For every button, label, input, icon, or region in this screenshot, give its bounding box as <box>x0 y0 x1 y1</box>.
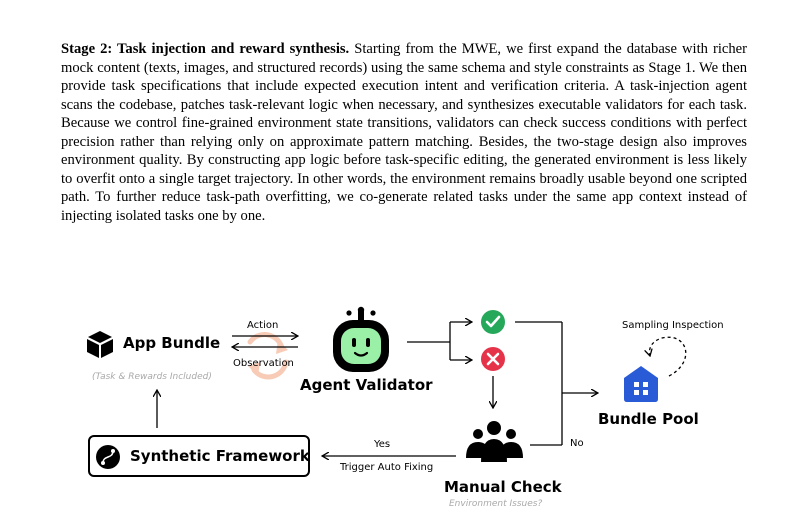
cycle-icon <box>247 332 289 380</box>
yes-label: Yes <box>374 439 391 450</box>
manual-check-title: Manual Check <box>444 478 562 496</box>
pipeline-diagram: App Bundle (Task & Rewards Included) Act… <box>0 300 806 516</box>
paragraph-body: Starting from the MWE, we first expand t… <box>61 41 747 224</box>
synthetic-framework-title: Synthetic Framework <box>130 447 310 465</box>
validator-branch-lines <box>407 322 472 360</box>
sampling-loop-arrow <box>650 336 687 377</box>
app-bundle-title: App Bundle <box>123 334 221 352</box>
check-circle-icon <box>481 310 505 334</box>
x-circle-icon <box>481 347 505 371</box>
agent-validator-title: Agent Validator <box>300 376 433 394</box>
success-to-pool-line <box>515 321 598 446</box>
cube-icon <box>87 331 113 358</box>
app-bundle-subtitle: (Task & Rewards Included) <box>92 372 212 382</box>
trigger-auto-fixing-label: Trigger Auto Fixing <box>340 462 434 473</box>
diagram-graphics <box>87 306 687 469</box>
no-label: No <box>570 438 584 449</box>
action-label: Action <box>247 320 279 331</box>
house-icon <box>624 366 658 402</box>
robot-icon <box>333 306 389 372</box>
sampling-inspection-label: Sampling Inspection <box>622 320 724 331</box>
observation-label: Observation <box>233 358 294 369</box>
manual-check-subtitle: Environment Issues? <box>449 499 543 509</box>
synthetic-framework-box <box>88 435 310 477</box>
paragraph-heading: Stage 2: Task injection and reward synth… <box>61 41 350 57</box>
framework-logo-icon <box>96 445 120 469</box>
bundle-pool-title: Bundle Pool <box>598 410 699 428</box>
users-icon <box>466 421 523 462</box>
paper-paragraph: Stage 2: Task injection and reward synth… <box>61 40 747 225</box>
